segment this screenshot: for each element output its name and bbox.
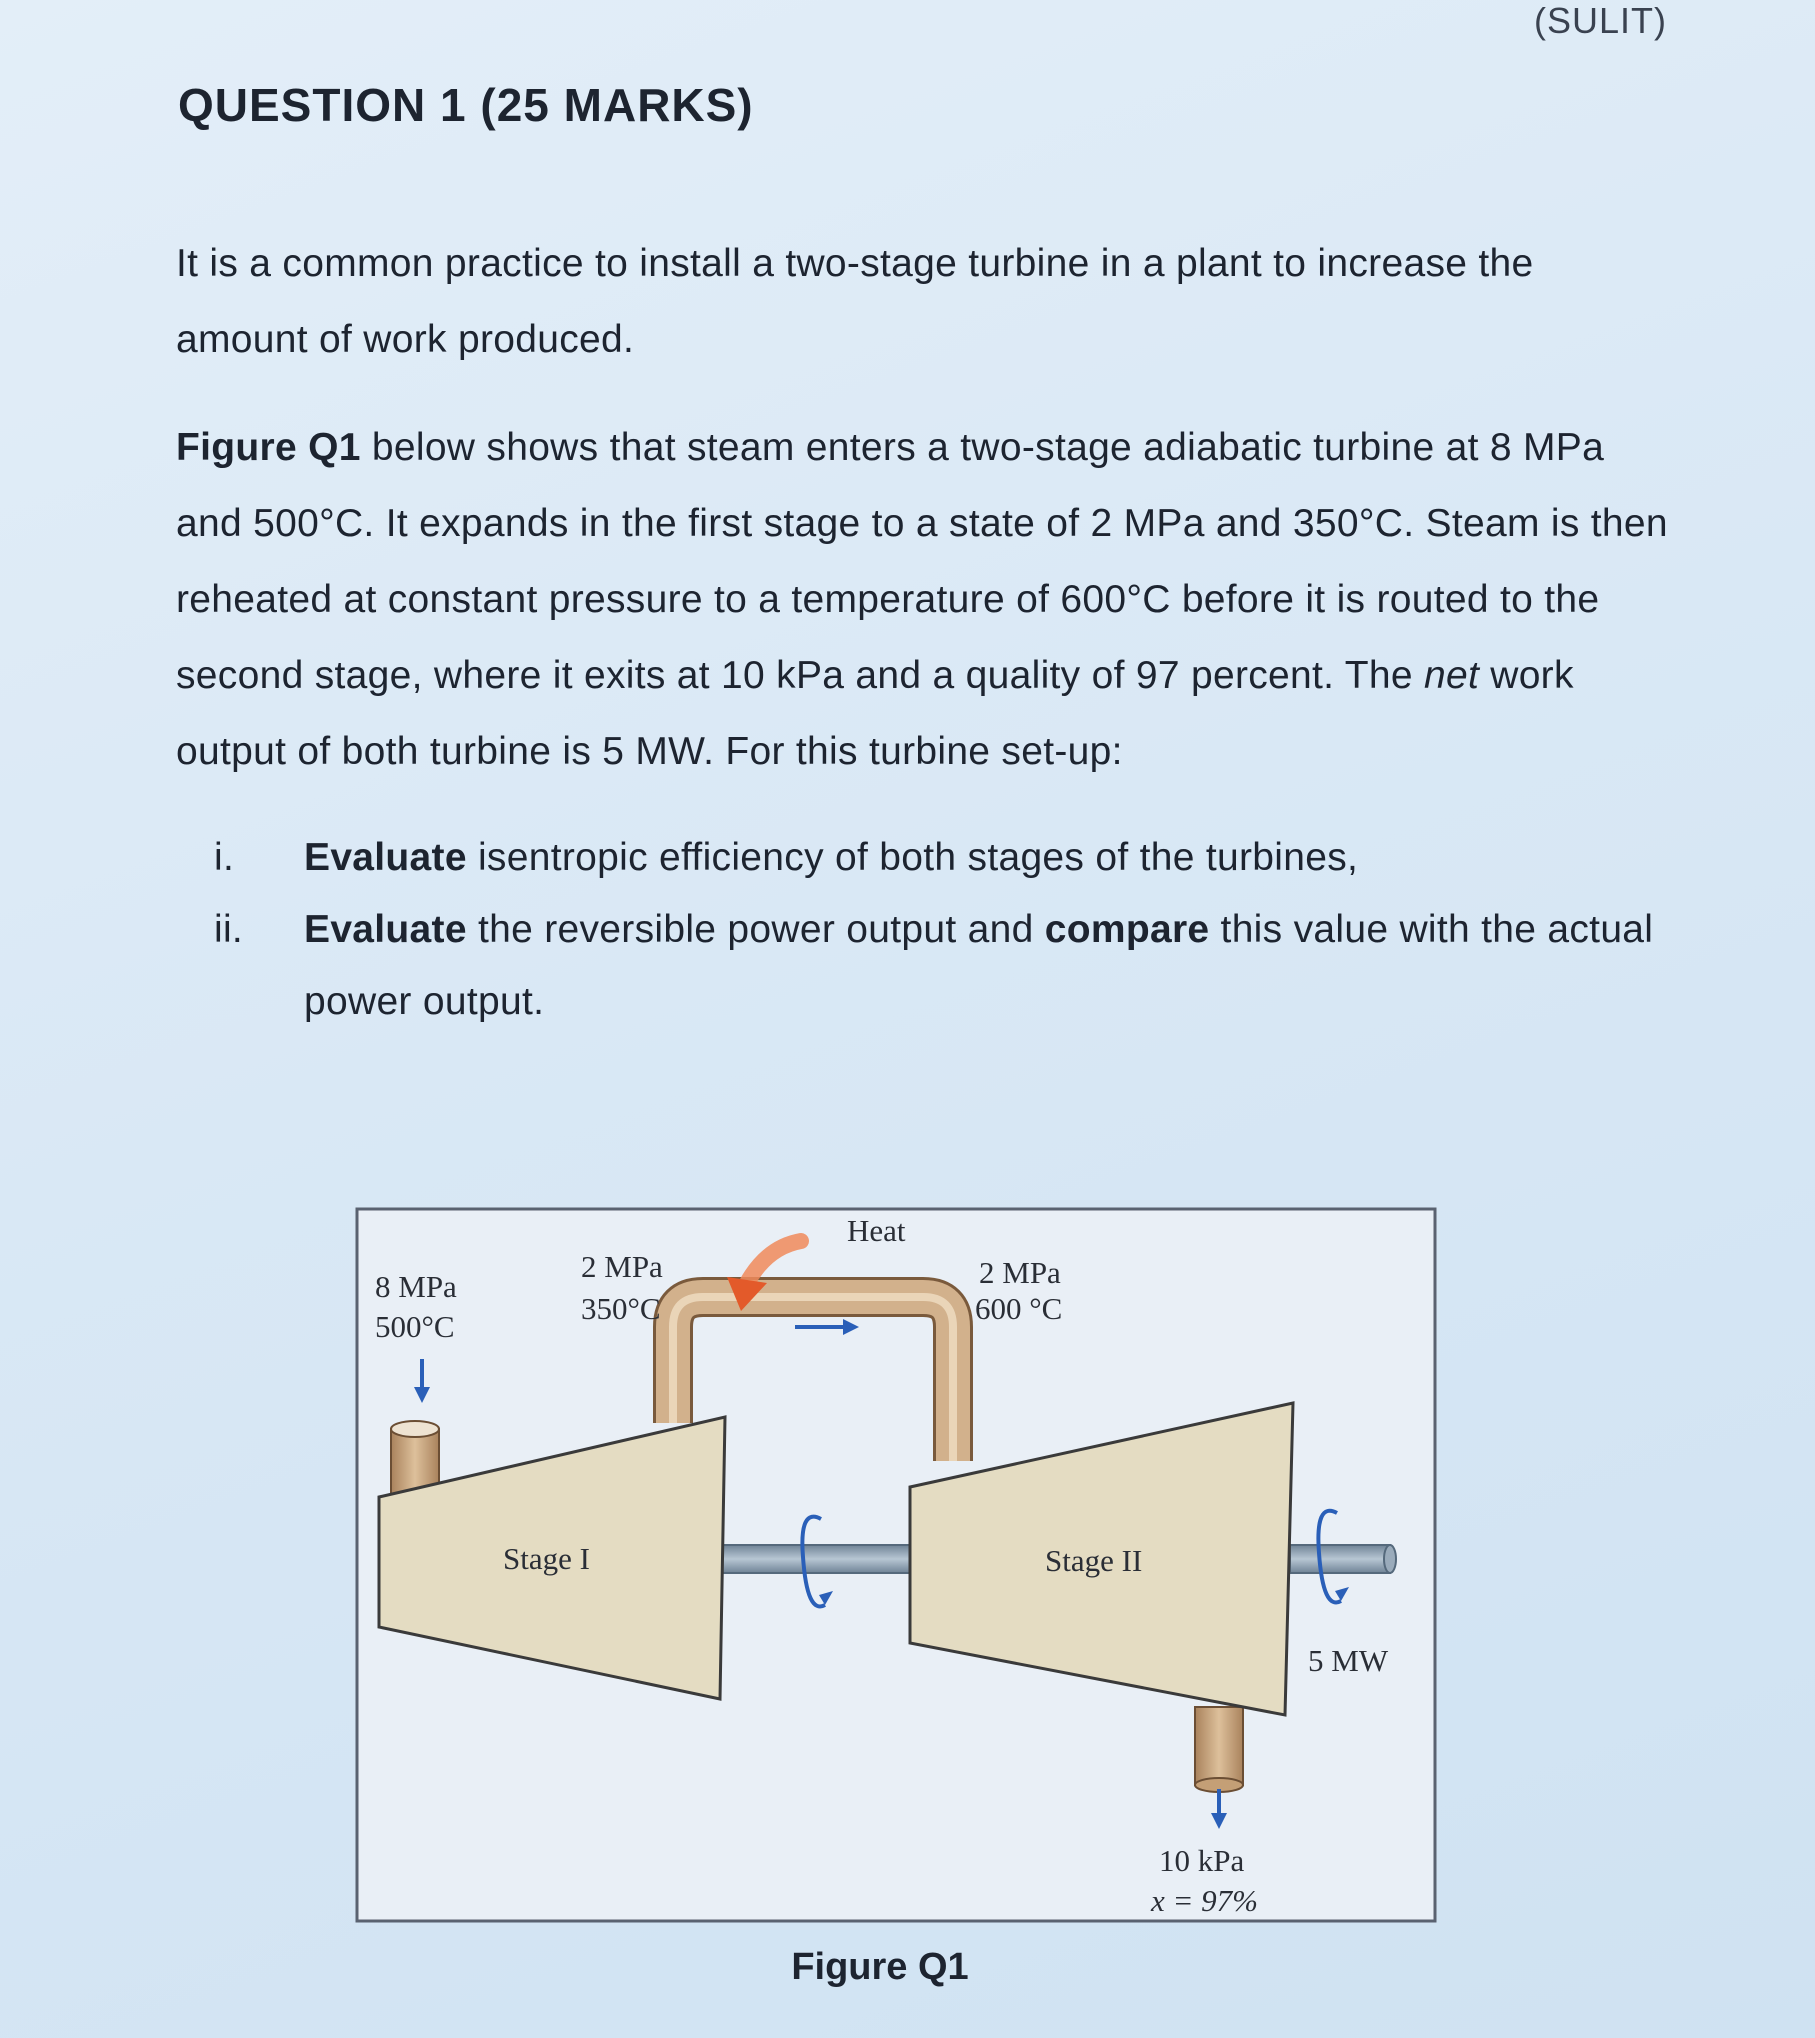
stage-1-label: Stage I <box>503 1541 590 1576</box>
rotation-arrow-icon <box>1316 1508 1349 1605</box>
task-number: i. <box>214 836 235 879</box>
stage-2-label: Stage II <box>1045 1543 1142 1578</box>
turbine-diagram: 8 MPa 500°C 2 MPa 350°C Heat 2 MPa 600 °… <box>355 1207 1437 1923</box>
task-verb: Evaluate <box>304 836 467 879</box>
outlet-quality-label: x = 97% <box>1150 1883 1258 1918</box>
inlet-temperature-label: 500°C <box>375 1309 455 1344</box>
stage1-exit-pressure-label: 2 MPa <box>581 1249 663 1284</box>
inlet-pipe-opening <box>390 1420 440 1438</box>
problem-text-b: work output of both turbine is 5 MW. For… <box>176 654 1574 773</box>
task-verb: Evaluate <box>304 908 467 951</box>
reheat-temperature-label: 600 °C <box>975 1291 1062 1326</box>
problem-paragraph: Figure Q1 below shows that steam enters … <box>176 410 1676 790</box>
outlet-pressure-label: 10 kPa <box>1159 1843 1244 1878</box>
turbine-figure: 8 MPa 500°C 2 MPa 350°C Heat 2 MPa 600 °… <box>355 1207 1437 1923</box>
task-number: ii. <box>214 908 244 951</box>
figure-caption: Figure Q1 <box>791 1946 969 1988</box>
inlet-arrow-icon <box>414 1359 430 1403</box>
inlet-pressure-label: 8 MPa <box>375 1269 457 1304</box>
outlet-pipe <box>1194 1706 1244 1786</box>
task-item-1: i. Evaluate isentropic efficiency of bot… <box>176 822 1656 894</box>
task-item-2: ii. Evaluate the reversible power output… <box>176 894 1656 1038</box>
task-verb-compare: compare <box>1044 908 1210 951</box>
rotation-arrow-icon <box>800 1514 833 1609</box>
task-rest: this value with the actual power output. <box>304 908 1654 1023</box>
outlet-arrow-icon <box>1211 1789 1227 1829</box>
classification-label: (SULIT) <box>1534 0 1667 41</box>
task-text: Evaluate the reversible power output and… <box>304 894 1656 1038</box>
flow-arrow-icon <box>795 1319 859 1335</box>
reheat-pipe-highlight <box>669 1293 957 1461</box>
question-title: QUESTION 1 (25 MARKS) <box>178 79 754 131</box>
heat-label: Heat <box>847 1213 906 1248</box>
task-mid: the reversible power output and <box>466 908 1045 951</box>
output-shaft <box>1289 1544 1391 1574</box>
heat-arrow-icon <box>727 1233 809 1311</box>
problem-text-a: below shows that steam enters a two-stag… <box>176 426 1668 697</box>
task-rest: isentropic efficiency of both stages of … <box>466 836 1359 879</box>
stage-1-turbine <box>377 1415 727 1701</box>
power-output-label: 5 MW <box>1308 1643 1389 1678</box>
emphasis-net: net <box>1423 654 1480 697</box>
intro-paragraph: It is a common practice to install a two… <box>176 242 1534 361</box>
figure-reference: Figure Q1 <box>176 426 361 469</box>
shaft-end <box>1383 1544 1397 1574</box>
task-text: Evaluate isentropic efficiency of both s… <box>304 822 1656 894</box>
reheat-pressure-label: 2 MPa <box>979 1255 1061 1290</box>
stage1-exit-temperature-label: 350°C <box>581 1291 661 1326</box>
stage-2-turbine <box>908 1401 1295 1717</box>
task-list: i. Evaluate isentropic efficiency of bot… <box>176 822 1656 1038</box>
